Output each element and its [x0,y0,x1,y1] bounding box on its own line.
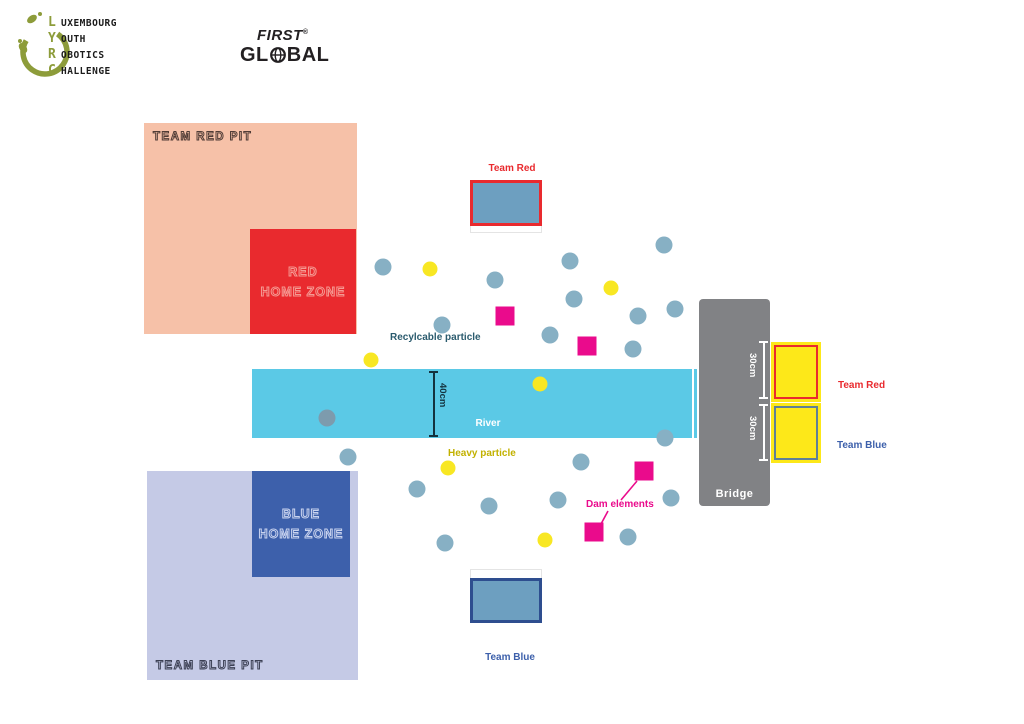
first-wordmark: FIRST® [240,24,340,44]
team-blue-table [470,578,542,623]
dimension-cap [759,341,768,343]
global-text-suffix: BAL [286,44,330,66]
recyclable-particle-dot [572,453,590,471]
ramp-box-red [771,342,821,402]
recyclable-particle-dot [549,491,567,509]
dam-element-square [495,306,515,326]
recyclable-particle-dot [624,340,642,358]
blue-home-zone: BLUE HOME ZONE [252,471,350,577]
lyrc-logo: L UXEMBOURG Y OUTH R OBOTICS C HALLENGE [18,8,158,88]
dimension-bar [762,343,765,397]
river-bridge-divider [692,369,694,438]
recyclable-particle-dot [436,534,454,552]
ramp-blue-dimension-label: 30cm [747,416,758,441]
team-red-table [470,180,542,226]
heavy-particle-dot [440,460,456,476]
team-blue-pit-label: TEAM BLUE PIT [156,660,264,673]
recyclable-particle-dot [666,300,684,318]
team-red-pit-label: TEAM RED PIT [152,131,253,144]
river [252,369,697,438]
dam-element-square [577,336,597,356]
heavy-particle-dot [603,280,619,296]
recyclable-particle-dot [433,316,451,334]
recyclable-particle-dot [565,290,583,308]
lyrc-initial: C [48,63,56,78]
river-label: River [475,418,501,429]
river-width-label: 40cm [437,383,448,408]
lyrc-logo-text: L UXEMBOURG Y OUTH R OBOTICS C HALLENGE [48,14,117,78]
recyclable-particle-dot [339,448,357,466]
first-text: FIRST [257,27,303,44]
blue-home-zone-line1: BLUE [281,507,320,522]
recyclable-particle-label: Recylcable particle [390,332,481,343]
blue-home-zone-line2: HOME ZONE [258,527,344,542]
dimension-cap [429,371,438,373]
recyclable-particle-dot [655,236,673,254]
red-home-zone: RED HOME ZONE [250,229,356,334]
blue-home-zone-label: BLUE HOME ZONE [258,504,344,544]
team-blue-table-label: Team Blue [485,652,535,663]
ramp-red-label: Team Red [838,380,886,391]
heavy-particle-dot [537,532,553,548]
lyrc-initial: Y [48,31,56,46]
recyclable-particle-dot [486,271,504,289]
dam-element-square [584,522,604,542]
ramp-blue-label: Team Blue [837,440,887,451]
river-width-dimension-line [429,371,438,437]
dimension-cap [759,459,768,461]
lyrc-line-robotics: R OBOTICS [48,46,117,62]
red-home-zone-line2: HOME ZONE [260,284,346,299]
ramp-red-dimension-label: 30cm [747,353,758,378]
recyclable-particle-dot [629,307,647,325]
team-red-table-base [470,226,542,233]
dam-element-square [634,461,654,481]
ramp-box-red-inner [774,345,818,399]
global-text-prefix: GL [240,44,269,66]
dam-element-connector-line [600,510,609,525]
dimension-bar [762,406,765,459]
dimension-cap [759,397,768,399]
lyrc-word: UXEMBOURG [61,18,117,29]
lyrc-line-youth: Y OUTH [48,30,117,46]
ramp-box-blue-inner [774,406,818,460]
lyrc-line-luxembourg: L UXEMBOURG [48,14,117,30]
bridge: Bridge [699,299,770,506]
ramp-blue-dimension-line [759,404,768,461]
lyrc-word: OBOTICS [61,50,105,61]
bridge-label: Bridge [715,488,754,500]
recyclable-particle-dot [541,326,559,344]
lyrc-word: HALLENGE [61,66,111,77]
ramp-box-blue [771,403,821,463]
ramp-red-dimension-line [759,341,768,399]
global-wordmark: GL BAL [240,44,340,66]
dimension-cap [429,435,438,437]
first-global-logo: FIRST® GL BAL [240,24,340,72]
globe-icon [269,47,286,63]
dimension-cap [759,404,768,406]
heavy-particle-dot [422,261,438,277]
red-home-zone-line1: RED [288,264,318,279]
heavy-particle-dot [363,352,379,368]
recyclable-particle-dot [561,252,579,270]
dimension-bar [432,373,435,435]
team-red-table-label: Team Red [488,163,536,174]
recyclable-particle-dot [374,258,392,276]
lyrc-leaf-icon [18,12,70,77]
recyclable-particle-dot [408,480,426,498]
recyclable-particle-dot [619,528,637,546]
dam-elements-label: Dam elements [586,499,654,510]
red-home-zone-label: RED HOME ZONE [260,262,346,302]
lyrc-initial: L [48,15,56,30]
heavy-particle-label: Heavy particle [448,448,516,459]
recyclable-particle-dot [662,489,680,507]
lyrc-initial: R [48,47,56,62]
registered-mark: ® [302,29,309,36]
dam-element-connector-line [620,480,638,501]
team-blue-table-base [470,569,542,578]
lyrc-word: OUTH [61,34,86,45]
recyclable-particle-dot [480,497,498,515]
lyrc-line-challenge: C HALLENGE [48,62,117,78]
